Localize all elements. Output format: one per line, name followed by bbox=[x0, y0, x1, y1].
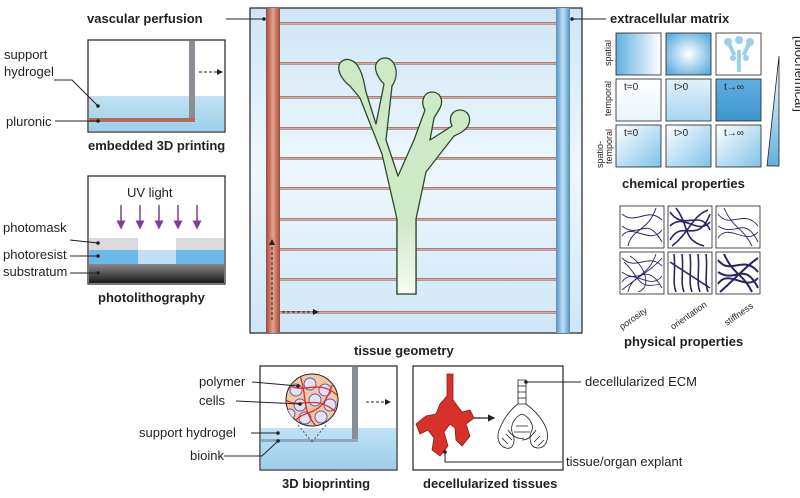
chem-cell-st-t0 bbox=[615, 124, 662, 168]
axis-label-stiffness: stiffness bbox=[722, 300, 755, 327]
chem-cell-temporal-t0 bbox=[615, 78, 662, 122]
blue-vessel bbox=[556, 8, 570, 333]
label-extracellular-matrix: extracellular matrix bbox=[610, 11, 730, 26]
label-3d-bioprinting: 3D bioprinting bbox=[282, 476, 370, 491]
label-biochemical: [biochemical] bbox=[792, 36, 800, 112]
leader-support-hydrogel bbox=[54, 79, 99, 107]
tissue-geometry-shape bbox=[338, 57, 471, 295]
time-label-tinf: t→∞ bbox=[724, 82, 744, 93]
label-support-hydrogel-2: support hydrogel bbox=[139, 425, 236, 440]
axis-label-orientation: orientation bbox=[668, 299, 708, 331]
red-vessel bbox=[266, 8, 280, 333]
row-label-spatio: spatio- bbox=[595, 141, 605, 168]
nozzle bbox=[189, 41, 195, 119]
label-chemical-properties: chemical properties bbox=[622, 176, 745, 191]
time-label-t0: t=0 bbox=[624, 82, 639, 93]
time-label-t1: t>0 bbox=[674, 82, 689, 93]
leader-photomask bbox=[69, 239, 99, 244]
label-hydrogel: hydrogel bbox=[4, 64, 54, 79]
label-cells: cells bbox=[199, 393, 226, 408]
leader-polymer bbox=[251, 381, 299, 387]
support-hydrogel-region-2 bbox=[261, 428, 396, 469]
biochemical-gradient-triangle bbox=[766, 55, 780, 167]
uv-arrow-icon bbox=[116, 205, 202, 230]
label-decellularized-ecm: decellularized ECM bbox=[585, 374, 697, 389]
exposed-photoresist bbox=[138, 250, 176, 264]
time-label-st-t0: t=0 bbox=[624, 128, 639, 139]
spatial-pattern-shape bbox=[724, 36, 754, 72]
label-embedded-3d-printing: embedded 3D printing bbox=[88, 138, 225, 153]
row-label-temporal-2: temporal bbox=[604, 129, 614, 164]
time-label-st-t1: t>0 bbox=[674, 128, 689, 139]
center-panel bbox=[249, 7, 583, 334]
label-support: support bbox=[4, 47, 48, 62]
leader-bioink bbox=[224, 440, 279, 457]
label-decellularized-tissues: decellularized tissues bbox=[423, 476, 557, 491]
label-pluronic: pluronic bbox=[6, 114, 52, 129]
label-photoresist: photoresist bbox=[3, 247, 67, 262]
label-tissue-geometry: tissue geometry bbox=[354, 343, 454, 358]
label-photomask: photomask bbox=[3, 220, 67, 235]
time-label-st-tinf: t→∞ bbox=[724, 128, 744, 139]
embedded-printing-panel bbox=[87, 39, 226, 133]
label-bioink: bioink bbox=[190, 448, 224, 463]
photolithography-panel bbox=[87, 175, 226, 285]
chem-cell-st-t1 bbox=[665, 124, 712, 168]
label-physical-properties: physical properties bbox=[624, 334, 743, 349]
ecm-scaffold-shape bbox=[497, 379, 548, 449]
photomask-opening bbox=[138, 238, 176, 250]
bioprinting-panel bbox=[259, 365, 398, 471]
label-vascular-perfusion: vascular perfusion bbox=[87, 11, 203, 26]
label-uv-light: UV light bbox=[127, 185, 173, 200]
label-substratum: substratum bbox=[3, 264, 67, 279]
label-photolithography: photolithography bbox=[98, 290, 206, 305]
chem-cell-spatial-gradient bbox=[615, 32, 662, 76]
support-hydrogel-region bbox=[89, 96, 224, 131]
leader-tissue-organ-explant bbox=[444, 452, 562, 463]
explant-red-shape bbox=[415, 373, 475, 457]
chem-cell-temporal-t1 bbox=[665, 78, 712, 122]
substratum-layer bbox=[89, 264, 224, 283]
decellularized-panel bbox=[412, 365, 564, 471]
label-tissue-organ-explant: tissue/organ explant bbox=[566, 454, 683, 469]
bioink-filament bbox=[261, 439, 358, 442]
row-label-spatial: spatial bbox=[603, 40, 613, 66]
pluronic-filament bbox=[89, 118, 195, 122]
chem-cell-temporal-tinf bbox=[715, 78, 762, 122]
leader-cells bbox=[235, 400, 301, 405]
chem-cell-spatial-radial bbox=[665, 32, 712, 76]
row-label-temporal: temporal bbox=[603, 81, 613, 116]
bioprint-nozzle bbox=[352, 367, 358, 440]
label-polymer: polymer bbox=[199, 374, 246, 389]
chem-cell-st-tinf bbox=[715, 124, 762, 168]
axis-label-porosity: porosity bbox=[617, 305, 649, 332]
physical-properties-grid bbox=[619, 205, 761, 295]
chemical-properties-grid: t=0 t>0 t→∞ t=0 t>0 t→∞ spatial temporal… bbox=[595, 32, 800, 168]
